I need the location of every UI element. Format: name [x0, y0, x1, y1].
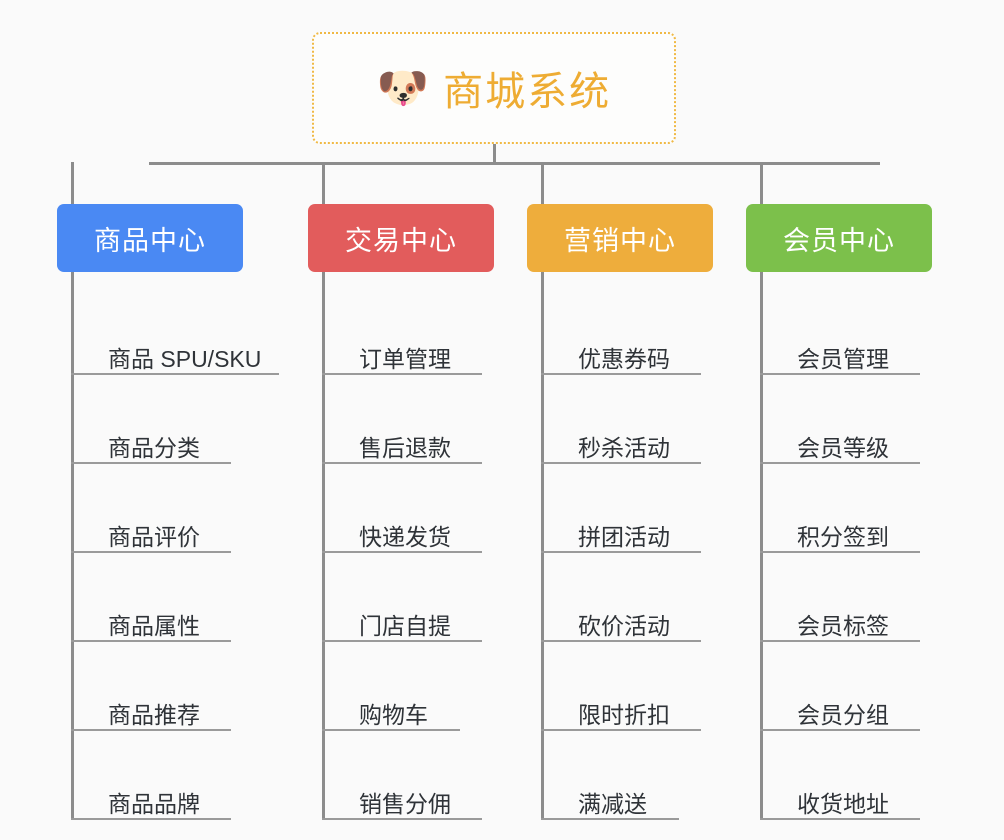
- leaf-item-underline: [71, 640, 231, 642]
- leaf-item[interactable]: 砍价活动: [541, 553, 713, 642]
- leaf-list-member-center: 会员管理会员等级积分签到会员标签会员分组收货地址: [760, 272, 932, 820]
- leaf-item-label: 砍价活动: [578, 612, 670, 639]
- connector-drop-trade-center: [322, 162, 325, 204]
- leaf-item[interactable]: 订单管理: [322, 286, 494, 375]
- leaf-item[interactable]: 购物车: [322, 642, 494, 731]
- leaf-item-label: 销售分佣: [359, 790, 451, 817]
- leaf-item-underline: [71, 462, 231, 464]
- leaf-item[interactable]: 积分签到: [760, 464, 932, 553]
- leaf-list-marketing-center: 优惠券码秒杀活动拼团活动砍价活动限时折扣满减送: [541, 272, 713, 820]
- leaf-item-underline: [541, 373, 701, 375]
- leaf-item-underline: [322, 462, 482, 464]
- leaf-item[interactable]: 商品品牌: [71, 731, 243, 820]
- leaf-list-trade-center: 订单管理售后退款快递发货门店自提购物车销售分佣: [322, 272, 494, 820]
- leaf-item-label: 限时折扣: [578, 701, 670, 728]
- leaf-item[interactable]: 售后退款: [322, 375, 494, 464]
- root-title: 商城系统: [443, 70, 612, 114]
- leaf-item-underline: [760, 462, 920, 464]
- category-label: 商品中心: [94, 225, 206, 256]
- leaf-item-underline: [71, 551, 231, 553]
- leaf-item-label: 商品推荐: [108, 701, 200, 728]
- category-box-product-center[interactable]: 商品中心: [57, 204, 243, 272]
- leaf-item[interactable]: 商品推荐: [71, 642, 243, 731]
- leaf-item-label: 会员分组: [797, 701, 889, 728]
- leaf-item-label: 快递发货: [359, 523, 451, 550]
- leaf-item-underline: [541, 640, 701, 642]
- leaf-item-underline: [541, 551, 701, 553]
- leaf-item-underline: [541, 729, 701, 731]
- leaf-item-underline: [760, 640, 920, 642]
- leaf-item[interactable]: 商品属性: [71, 553, 243, 642]
- leaf-item[interactable]: 销售分佣: [322, 731, 494, 820]
- column-trade-center: 交易中心订单管理售后退款快递发货门店自提购物车销售分佣: [308, 204, 494, 820]
- column-marketing-center: 营销中心优惠券码秒杀活动拼团活动砍价活动限时折扣满减送: [527, 204, 713, 820]
- connector-horizontal-bar: [149, 162, 880, 165]
- leaf-item-label: 订单管理: [359, 345, 451, 372]
- leaf-item-underline: [760, 818, 920, 820]
- connector-drop-marketing-center: [541, 162, 544, 204]
- leaf-item[interactable]: 会员标签: [760, 553, 932, 642]
- leaf-item[interactable]: 限时折扣: [541, 642, 713, 731]
- leaf-item[interactable]: 满减送: [541, 731, 713, 820]
- leaf-item-label: 会员标签: [797, 612, 889, 639]
- leaf-item[interactable]: 商品评价: [71, 464, 243, 553]
- leaf-item[interactable]: 商品 SPU/SKU: [71, 286, 279, 375]
- leaf-item[interactable]: 优惠券码: [541, 286, 713, 375]
- leaf-item-label: 门店自提: [359, 612, 451, 639]
- leaf-item-label: 积分签到: [797, 523, 889, 550]
- connector-drop-member-center: [760, 162, 763, 204]
- category-label: 营销中心: [564, 225, 676, 256]
- leaf-item-label: 商品品牌: [108, 790, 200, 817]
- category-box-member-center[interactable]: 会员中心: [746, 204, 932, 272]
- leaf-item-underline: [322, 551, 482, 553]
- leaf-list-product-center: 商品 SPU/SKU 商品分类商品评价商品属性商品推荐商品品牌: [71, 272, 279, 820]
- leaf-item[interactable]: 会员等级: [760, 375, 932, 464]
- leaf-item-label: 秒杀活动: [578, 434, 670, 461]
- leaf-item-underline: [322, 373, 482, 375]
- leaf-item-underline: [760, 551, 920, 553]
- leaf-item-label: 售后退款: [359, 434, 451, 461]
- leaf-item[interactable]: 收货地址: [760, 731, 932, 820]
- connector-stem: [493, 144, 496, 163]
- leaf-item-underline: [541, 818, 679, 820]
- leaf-item-label: 收货地址: [797, 790, 889, 817]
- dog-face-icon: 🐶: [376, 64, 430, 111]
- leaf-item[interactable]: 拼团活动: [541, 464, 713, 553]
- leaf-item-label: 会员管理: [797, 345, 889, 372]
- leaf-item-label: 拼团活动: [578, 523, 670, 550]
- leaf-item-underline: [760, 729, 920, 731]
- leaf-item-underline: [541, 462, 701, 464]
- connector-drop-product-center: [71, 162, 74, 204]
- leaf-item-label: 商品分类: [108, 434, 200, 461]
- leaf-item-label: 满减送: [578, 790, 647, 817]
- leaf-item-underline: [322, 729, 460, 731]
- category-label: 交易中心: [345, 225, 457, 256]
- leaf-item[interactable]: 快递发货: [322, 464, 494, 553]
- leaf-item-underline: [322, 640, 482, 642]
- leaf-item[interactable]: 门店自提: [322, 553, 494, 642]
- root-node[interactable]: 🐶 商城系统: [312, 32, 676, 144]
- leaf-item[interactable]: 会员管理: [760, 286, 932, 375]
- leaf-item[interactable]: 秒杀活动: [541, 375, 713, 464]
- category-box-trade-center[interactable]: 交易中心: [308, 204, 494, 272]
- leaf-item-underline: [71, 818, 231, 820]
- leaf-item-label: 会员等级: [797, 434, 889, 461]
- leaf-item-label: 商品评价: [108, 523, 200, 550]
- leaf-item-label: 购物车: [359, 701, 428, 728]
- leaf-item-underline: [71, 729, 231, 731]
- leaf-item-underline: [322, 818, 482, 820]
- leaf-item-label: 优惠券码: [578, 345, 670, 372]
- leaf-item-underline: [760, 373, 920, 375]
- leaf-item-label: 商品 SPU/SKU: [108, 345, 262, 372]
- leaf-item-underline: [71, 373, 279, 375]
- leaf-item-label: 商品属性: [108, 612, 200, 639]
- category-box-marketing-center[interactable]: 营销中心: [527, 204, 713, 272]
- column-product-center: 商品中心商品 SPU/SKU 商品分类商品评价商品属性商品推荐商品品牌: [57, 204, 279, 820]
- column-member-center: 会员中心会员管理会员等级积分签到会员标签会员分组收货地址: [746, 204, 932, 820]
- category-label: 会员中心: [783, 225, 895, 256]
- leaf-item[interactable]: 商品分类: [71, 375, 243, 464]
- leaf-item[interactable]: 会员分组: [760, 642, 932, 731]
